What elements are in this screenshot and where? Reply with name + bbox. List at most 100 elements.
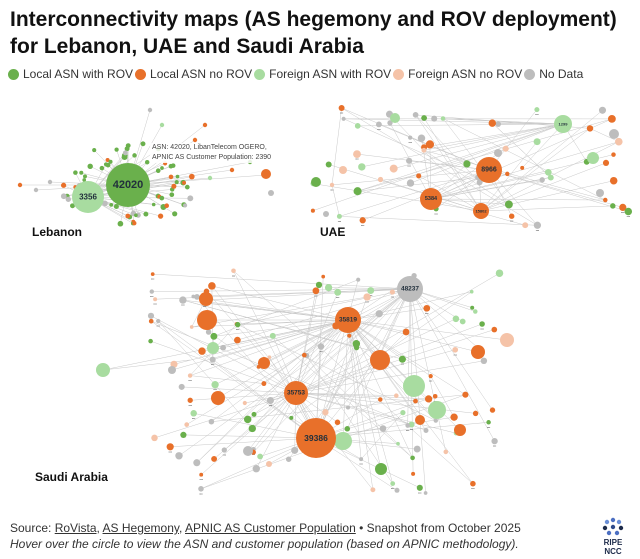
saudi-node[interactable]: [220, 344, 226, 351]
saudi-node[interactable]: [408, 421, 415, 428]
node-5384[interactable]: [420, 188, 442, 210]
uae-node[interactable]: [520, 165, 525, 170]
uae-node[interactable]: [338, 105, 345, 111]
saudi-node[interactable]: [344, 426, 351, 432]
lebanon-node[interactable]: [92, 148, 97, 153]
saudi-node[interactable]: [433, 418, 438, 423]
uae-node[interactable]: [598, 106, 607, 114]
saudi-node[interactable]: [428, 401, 446, 419]
uae-node[interactable]: [508, 213, 515, 219]
saudi-node[interactable]: [363, 293, 371, 301]
uae-node[interactable]: [323, 211, 329, 217]
legend-item-local-rov[interactable]: Local ASN with ROV: [8, 67, 133, 81]
uae-node[interactable]: [587, 152, 599, 164]
saudi-node[interactable]: [370, 487, 376, 493]
lebanon-node[interactable]: [117, 220, 124, 227]
uae-node[interactable]: [488, 119, 497, 127]
saudi-node[interactable]: [423, 304, 431, 312]
uae-node[interactable]: [387, 120, 393, 126]
saudi-node[interactable]: [347, 333, 352, 338]
lebanon-node[interactable]: [125, 143, 131, 149]
node-1299[interactable]: [554, 115, 572, 133]
saudi-node[interactable]: [356, 277, 361, 282]
saudi-node[interactable]: [491, 437, 498, 445]
uae-node[interactable]: [311, 177, 321, 187]
saudi-node[interactable]: [96, 363, 110, 377]
uae-node[interactable]: [533, 138, 541, 146]
saudi-node[interactable]: [234, 336, 241, 344]
uae-node[interactable]: [336, 213, 342, 219]
saudi-node[interactable]: [413, 398, 418, 404]
lebanon-node[interactable]: [143, 211, 149, 217]
uae-node[interactable]: [408, 135, 413, 140]
uae-node[interactable]: [596, 189, 604, 197]
lebanon-node[interactable]: [103, 162, 109, 167]
uae-node[interactable]: [406, 179, 415, 187]
saudi-node[interactable]: [396, 441, 400, 446]
saudi-node[interactable]: [423, 491, 428, 495]
saudi-node[interactable]: [150, 272, 155, 276]
lebanon-node[interactable]: [157, 213, 164, 219]
lebanon-node[interactable]: [182, 180, 186, 185]
legend-item-nodata[interactable]: No Data: [524, 67, 583, 81]
saudi-node[interactable]: [207, 342, 219, 354]
saudi-node[interactable]: [149, 289, 154, 294]
lebanon-node[interactable]: [172, 211, 178, 217]
lebanon-node[interactable]: [168, 174, 174, 180]
saudi-node[interactable]: [394, 393, 399, 398]
lebanon-node[interactable]: [83, 174, 87, 179]
link-as-hegemony[interactable]: AS Hegemony: [102, 521, 180, 535]
saudi-node[interactable]: [187, 373, 193, 378]
uae-node[interactable]: [607, 114, 616, 123]
saudi-node[interactable]: [375, 463, 387, 475]
saudi-node[interactable]: [211, 391, 225, 405]
saudi-node[interactable]: [191, 294, 196, 299]
node-42020[interactable]: [106, 163, 150, 207]
uae-node[interactable]: [431, 115, 438, 122]
lebanon-node[interactable]: [87, 163, 93, 170]
lebanon-node[interactable]: [147, 107, 153, 113]
saudi-node[interactable]: [315, 281, 323, 289]
uae-node[interactable]: [505, 171, 510, 177]
link-apnic-population[interactable]: APNIC AS Customer Population: [185, 521, 356, 535]
uae-node[interactable]: [476, 179, 483, 186]
lebanon-node[interactable]: [155, 168, 161, 173]
saudi-node[interactable]: [210, 332, 218, 340]
lebanon-node[interactable]: [160, 166, 164, 170]
lebanon-node[interactable]: [17, 182, 23, 188]
lebanon-node[interactable]: [187, 195, 194, 202]
saudi-node[interactable]: [193, 459, 201, 467]
node-35819[interactable]: [335, 307, 361, 333]
lebanon-node[interactable]: [102, 200, 108, 207]
lebanon-node[interactable]: [79, 170, 84, 175]
lebanon-node[interactable]: [122, 150, 128, 156]
saudi-node[interactable]: [402, 328, 410, 336]
lebanon-node[interactable]: [159, 195, 165, 201]
saudi-node[interactable]: [209, 356, 216, 363]
uae-node[interactable]: [534, 107, 540, 113]
node-48237[interactable]: [397, 276, 423, 302]
legend-item-foreign-norov[interactable]: Foreign ASN no ROV: [393, 67, 522, 81]
saudi-node[interactable]: [168, 366, 176, 374]
lebanon-node[interactable]: [70, 203, 75, 209]
saudi-node[interactable]: [394, 487, 400, 493]
lebanon-node[interactable]: [108, 159, 113, 164]
uae-node[interactable]: [339, 166, 347, 174]
saudi-node[interactable]: [432, 394, 438, 399]
saudi-node[interactable]: [359, 457, 364, 462]
lebanon-node[interactable]: [188, 173, 195, 180]
uae-node[interactable]: [586, 125, 594, 132]
saudi-node[interactable]: [248, 424, 256, 433]
saudi-node[interactable]: [317, 343, 325, 350]
lebanon-node[interactable]: [113, 203, 119, 210]
saudi-node[interactable]: [454, 424, 466, 436]
lebanon-node[interactable]: [144, 159, 150, 165]
saudi-node[interactable]: [243, 446, 253, 456]
lebanon-node[interactable]: [73, 170, 78, 175]
saudi-node[interactable]: [423, 428, 429, 433]
saudi-node[interactable]: [265, 460, 273, 468]
lebanon-node[interactable]: [132, 221, 137, 226]
lebanon-node[interactable]: [151, 202, 156, 207]
saudi-node[interactable]: [198, 486, 204, 492]
saudi-node[interactable]: [235, 321, 241, 328]
